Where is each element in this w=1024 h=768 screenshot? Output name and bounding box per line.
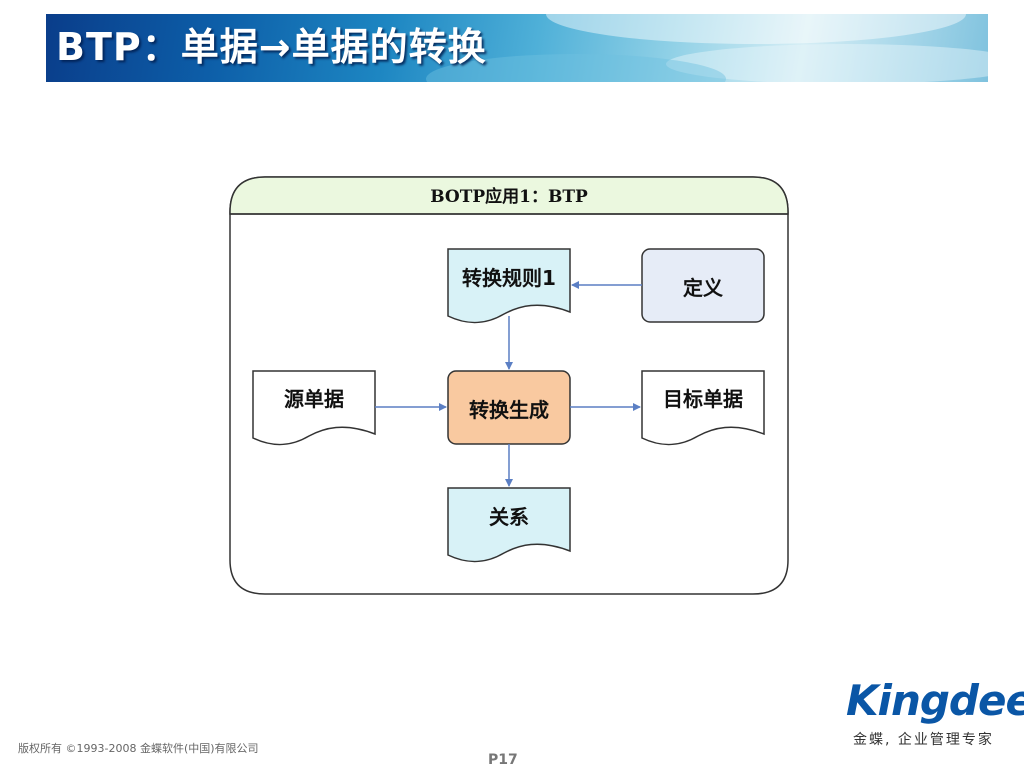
company-tagline: 金蝶, 企业管理专家 — [853, 732, 994, 748]
node-rule-label: 转换规则1 — [462, 266, 556, 290]
btp-diagram: BOTP应用1：BTP 转换规则1 定义 源单据 转换生成 目标单据 关系 — [229, 176, 789, 595]
copyright-text: 版权所有 ©1993-2008 金蝶软件(中国)有限公司 — [18, 742, 259, 755]
header-banner: BTP：单据→单据的转换 — [46, 14, 988, 82]
node-target-shape — [641, 370, 765, 446]
node-rule-shape — [447, 248, 571, 324]
diagram-graphics — [229, 176, 789, 595]
kingdee-logo: Kingdee — [846, 676, 1024, 725]
node-relation-shape — [447, 487, 571, 563]
node-target-label: 目标单据 — [663, 387, 743, 411]
node-source-shape — [252, 370, 376, 446]
panel-title: BOTP应用1：BTP — [430, 187, 588, 207]
node-source-label: 源单据 — [284, 387, 344, 411]
page-number: P17 — [488, 752, 518, 768]
slide-title: BTP：单据→单据的转换 — [56, 25, 487, 69]
node-relation-label: 关系 — [489, 505, 529, 529]
node-define-label: 定义 — [683, 276, 723, 300]
node-generate-label: 转换生成 — [469, 398, 549, 422]
